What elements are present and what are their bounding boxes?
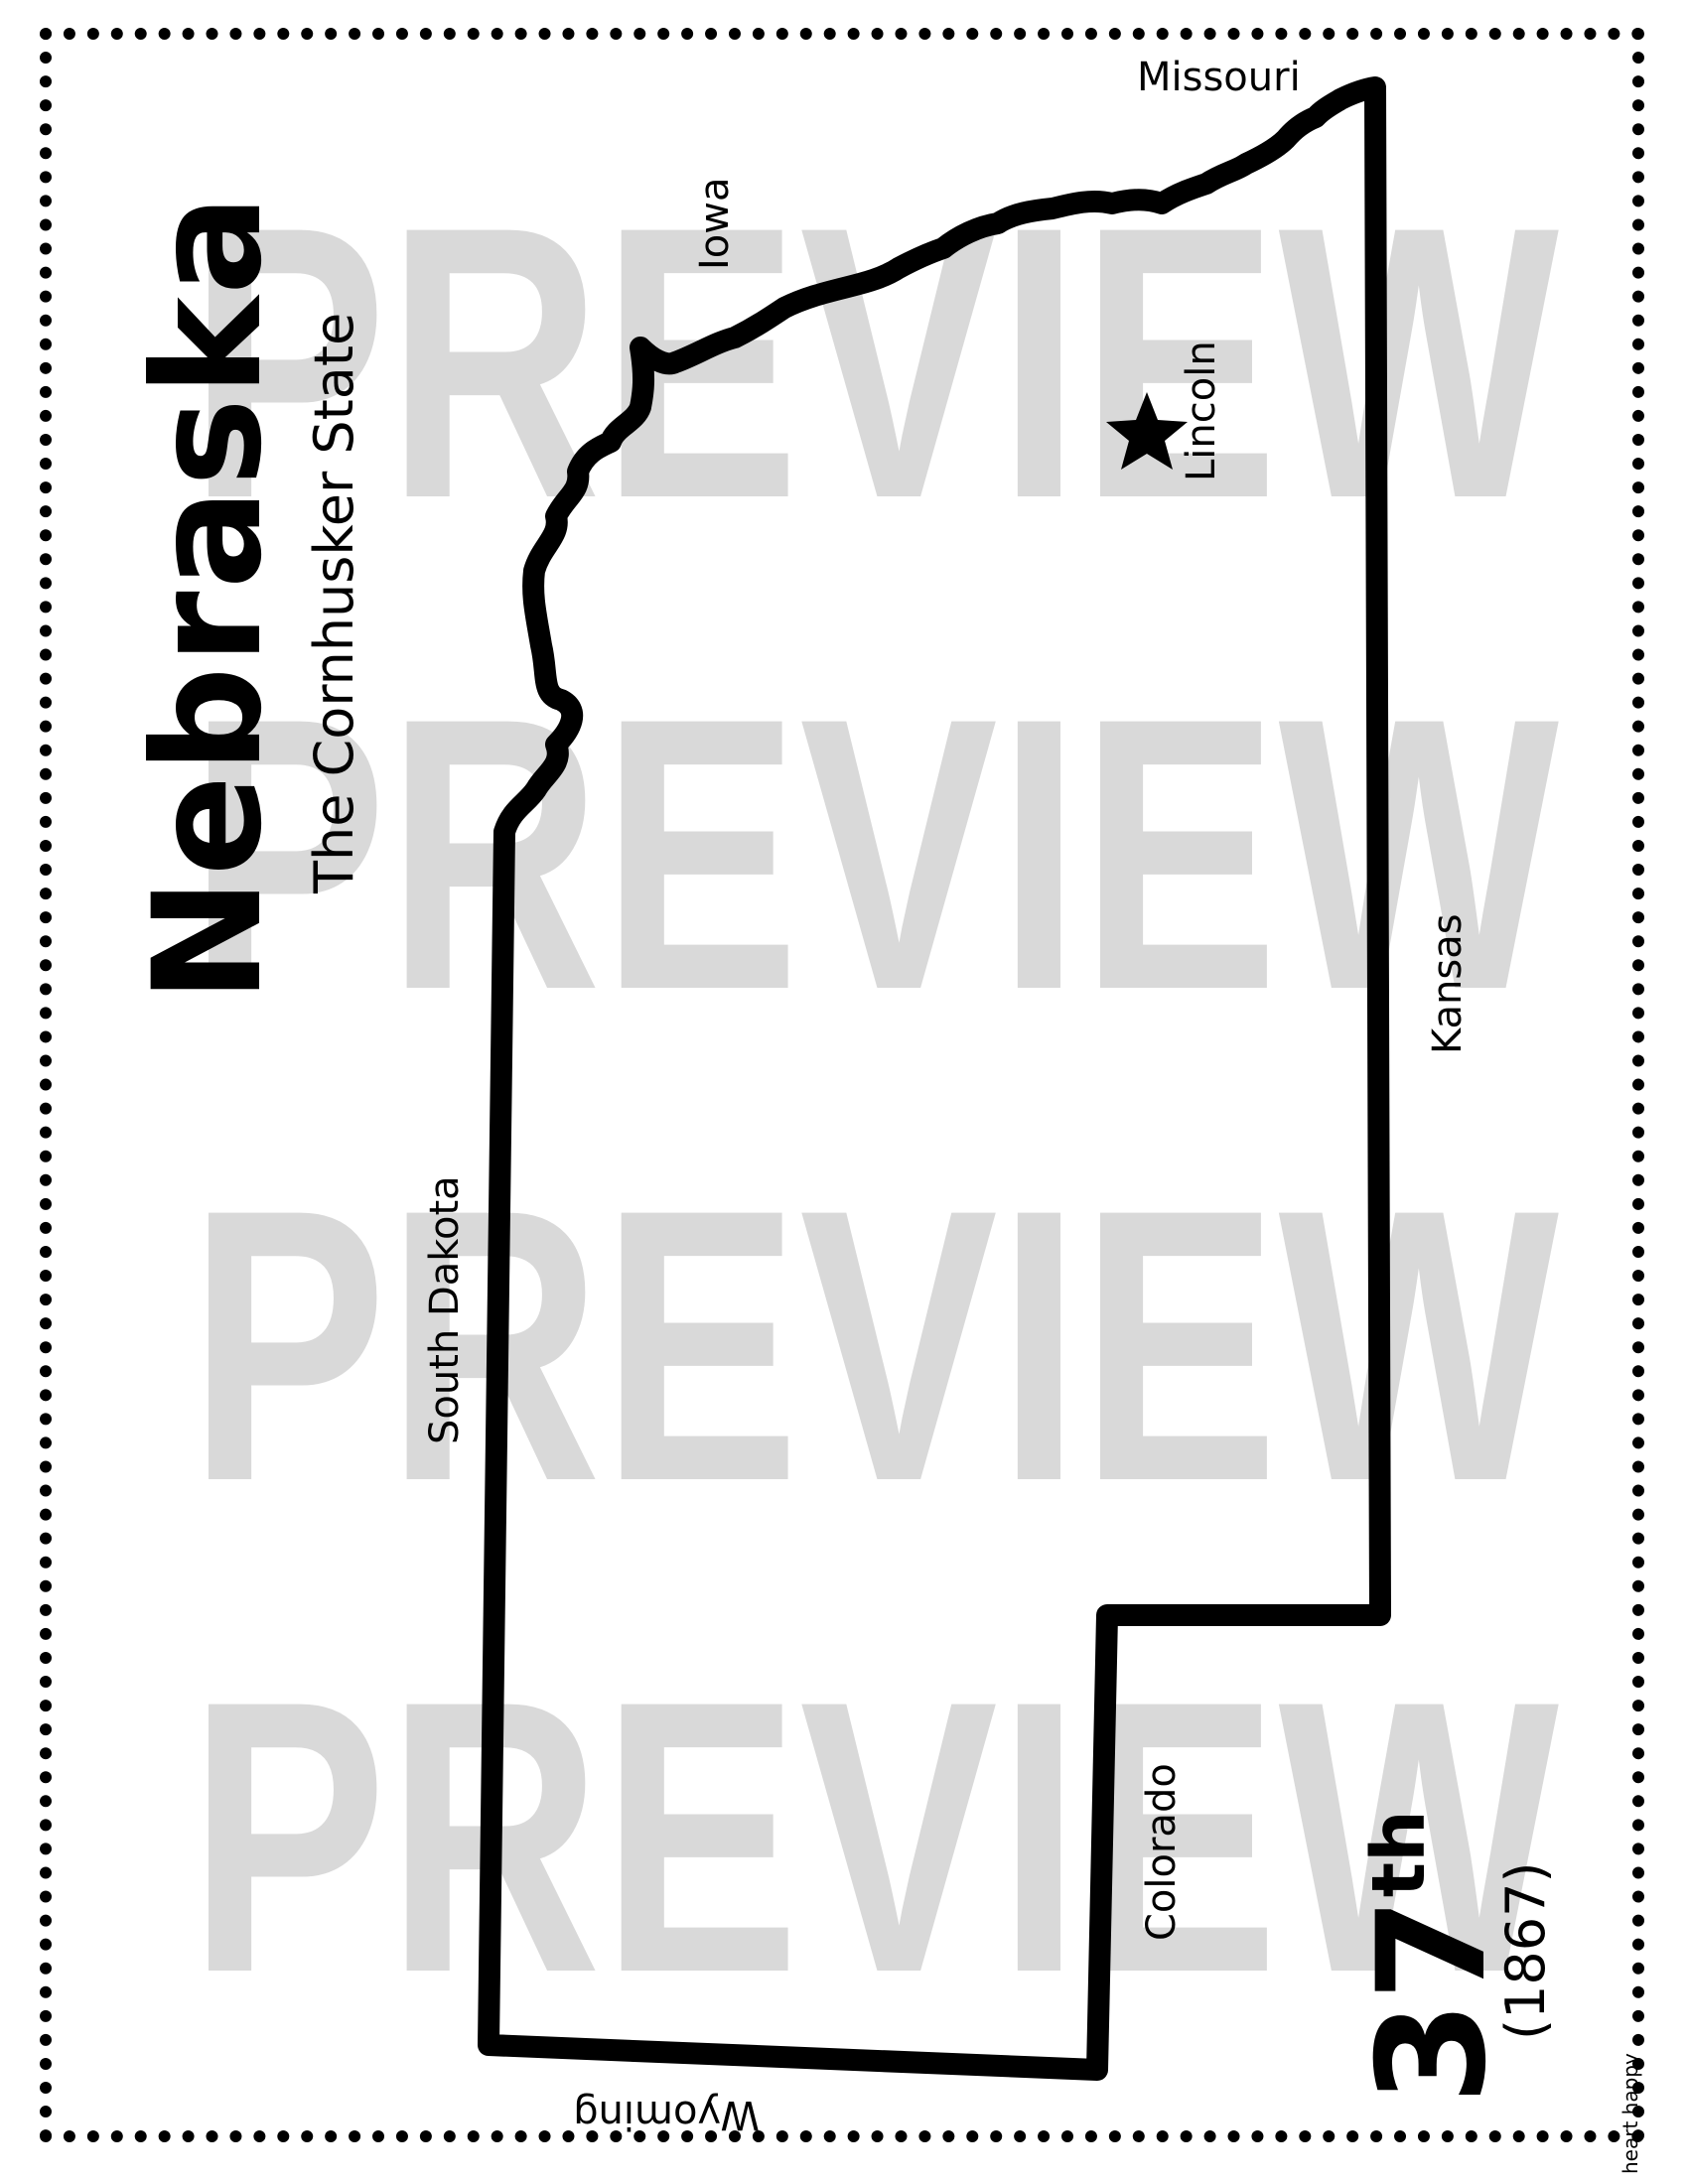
neighbor-iowa: Iowa xyxy=(692,177,738,271)
statehood-year: (1867) xyxy=(1494,1861,1557,2040)
watermark-text-1: PREVIEW xyxy=(189,146,1562,579)
page-border xyxy=(40,28,1644,2142)
star-icon xyxy=(1106,392,1188,470)
watermark-text-2: PREVIEW xyxy=(189,637,1562,1070)
state-nickname: The Cornhusker State xyxy=(303,312,365,893)
neighbor-south-dakota: South Dakota xyxy=(422,1175,468,1444)
statehood-number: 37 xyxy=(1346,1897,1519,2105)
state-name: Nebraska xyxy=(122,192,295,1003)
watermark-text-4: PREVIEW xyxy=(189,1620,1562,2053)
statehood-order: 37th xyxy=(1346,1810,1519,2105)
credit-logo: heart happy xyxy=(1618,2053,1642,2174)
statehood-suffix: th xyxy=(1356,1810,1442,1898)
capital-label: Lincoln xyxy=(1179,341,1224,481)
state-outline xyxy=(478,76,1391,2081)
neighbor-colorado: Colorado xyxy=(1139,1763,1185,1941)
neighbor-missouri: Missouri xyxy=(1137,55,1301,100)
neighbor-wyoming: Wyoming xyxy=(573,2092,760,2137)
watermark-text-3: PREVIEW xyxy=(189,1129,1562,1562)
neighbor-kansas: Kansas xyxy=(1425,913,1471,1054)
